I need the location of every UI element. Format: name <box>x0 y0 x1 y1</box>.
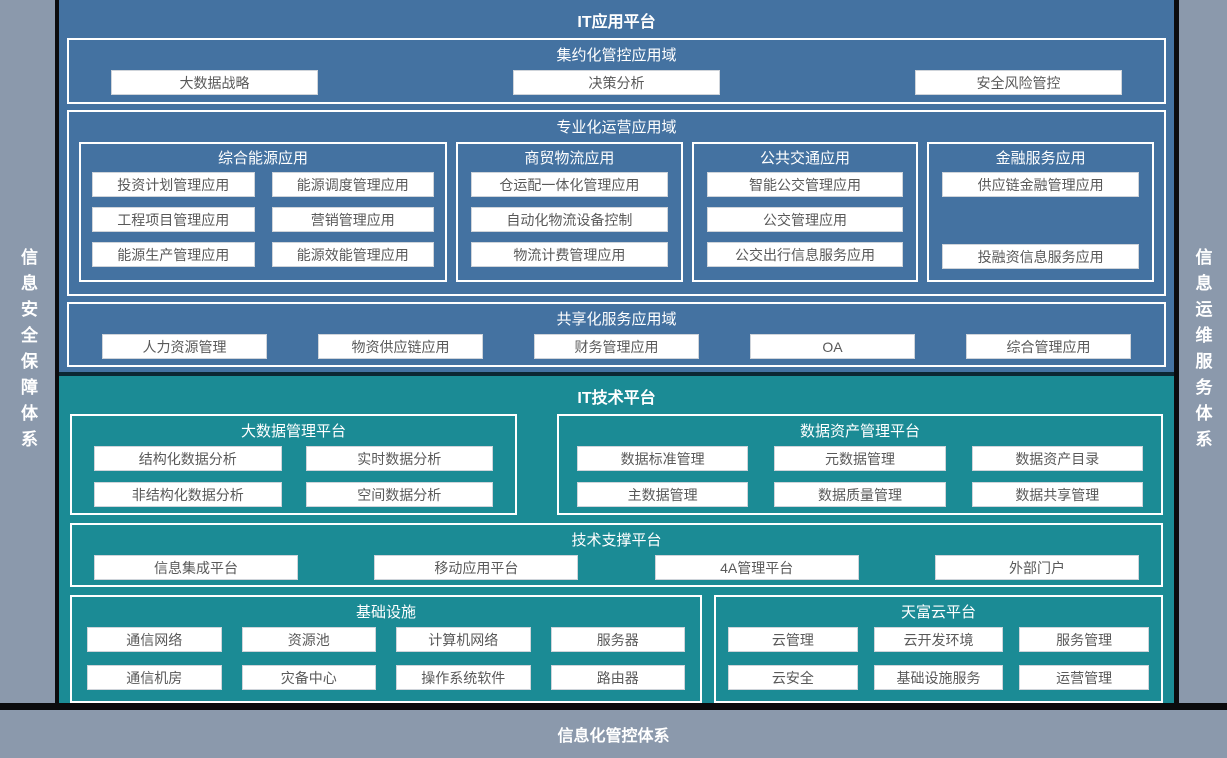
node-master-data-mgmt: 主数据管理 <box>577 482 749 507</box>
infrastructure-items: 通信网络 资源池 计算机网络 服务器 通信机房 灾备中心 操作系统软件 路由器 <box>72 627 700 690</box>
infrastructure-title: 基础设施 <box>355 604 416 621</box>
tech-row-infrastructure: 基础设施 通信网络 资源池 计算机网络 服务器 通信机房 灾备中心 操作系统软件… <box>70 595 1163 703</box>
node-smart-bus-mgmt: 智能公交管理应用 <box>706 172 904 197</box>
node-data-standard-mgmt: 数据标准管理 <box>577 446 749 471</box>
node-hr-mgmt: 人力资源管理 <box>102 334 267 359</box>
group-trade-logistics-title: 商贸物流应用 <box>524 150 615 167</box>
tech-support-platform: 技术支撑平台 信息集成平台 移动应用平台 4A管理平台 外部门户 <box>70 523 1163 587</box>
data-asset-mgmt-platform-title: 数据资产管理平台 <box>799 423 920 440</box>
node-warehouse-transport-mgmt: 仓运配一体化管理应用 <box>471 172 668 197</box>
bigdata-mgmt-platform-title: 大数据管理平台 <box>240 423 346 440</box>
group-integrated-energy-title: 综合能源应用 <box>217 150 308 167</box>
info-ops-service-label: 信息运维服务体系 <box>1192 247 1212 456</box>
node-realtime-data-analysis: 实时数据分析 <box>305 446 493 471</box>
node-marketing-mgmt: 营销管理应用 <box>271 207 434 232</box>
group-financial-service-title: 金融服务应用 <box>995 150 1086 167</box>
node-router: 路由器 <box>550 665 685 690</box>
intensive-control-domain: 集约化管控应用域 大数据战略 决策分析 安全风险管控 <box>67 38 1166 104</box>
node-resource-pool: 资源池 <box>241 627 376 652</box>
node-cloud-security: 云安全 <box>728 665 858 690</box>
node-oa: OA <box>750 334 915 359</box>
node-automated-logistics-control: 自动化物流设备控制 <box>471 207 668 232</box>
group-public-transport-items: 智能公交管理应用 公交管理应用 公交出行信息服务应用 <box>694 172 917 267</box>
it-app-platform-title: IT应用平台 <box>577 14 656 31</box>
tech-row-data-platforms: 大数据管理平台 结构化数据分析 实时数据分析 非结构化数据分析 空间数据分析 数… <box>70 414 1163 515</box>
data-asset-mgmt-platform: 数据资产管理平台 数据标准管理 元数据管理 数据资产目录 主数据管理 数据质量管… <box>557 414 1163 515</box>
node-4a-mgmt-platform: 4A管理平台 <box>654 555 859 580</box>
shared-service-items: 人力资源管理 物资供应链应用 财务管理应用 OA 综合管理应用 <box>69 334 1164 359</box>
group-trade-logistics-items: 仓运配一体化管理应用 自动化物流设备控制 物流计费管理应用 <box>458 172 681 267</box>
node-metadata-mgmt: 元数据管理 <box>774 446 946 471</box>
node-decision-analysis: 决策分析 <box>513 70 720 95</box>
node-big-data-strategy: 大数据战略 <box>111 70 318 95</box>
informatization-control-label: 信息化管控体系 <box>557 728 670 745</box>
node-communication-network: 通信网络 <box>87 627 222 652</box>
it-app-platform-section: IT应用平台 集约化管控应用域 大数据战略 决策分析 安全风险管控 专业化运营应… <box>59 0 1174 372</box>
info-ops-service-bar: 信息运维服务体系 <box>1177 0 1227 703</box>
bigdata-mgmt-items: 结构化数据分析 实时数据分析 非结构化数据分析 空间数据分析 <box>72 446 515 507</box>
node-os-software: 操作系统软件 <box>396 665 531 690</box>
node-energy-dispatch-mgmt: 能源调度管理应用 <box>271 172 434 197</box>
tech-support-items: 信息集成平台 移动应用平台 4A管理平台 外部门户 <box>72 555 1161 580</box>
node-energy-efficiency-mgmt: 能源效能管理应用 <box>271 242 434 267</box>
node-mobile-app-platform: 移动应用平台 <box>374 555 579 580</box>
informatization-control-bar: 信息化管控体系 <box>0 703 1227 758</box>
node-service-mgmt: 服务管理 <box>1019 627 1149 652</box>
specialized-operation-domain-title: 专业化运营应用域 <box>556 119 677 136</box>
node-bus-mgmt: 公交管理应用 <box>706 207 904 232</box>
group-public-transport-title: 公共交通应用 <box>760 150 851 167</box>
node-data-quality-mgmt: 数据质量管理 <box>774 482 946 507</box>
node-communication-room: 通信机房 <box>87 665 222 690</box>
node-disaster-recovery-center: 灾备中心 <box>241 665 376 690</box>
group-financial-service-items: 供应链金融管理应用 投融资信息服务应用 <box>929 172 1152 269</box>
shared-service-domain: 共享化服务应用域 人力资源管理 物资供应链应用 财务管理应用 OA 综合管理应用 <box>67 302 1166 367</box>
intensive-control-items: 大数据战略 决策分析 安全风险管控 <box>69 70 1164 95</box>
group-financial-service: 金融服务应用 供应链金融管理应用 投融资信息服务应用 <box>927 142 1155 282</box>
bigdata-mgmt-platform: 大数据管理平台 结构化数据分析 实时数据分析 非结构化数据分析 空间数据分析 <box>70 414 517 515</box>
group-public-transport: 公共交通应用 智能公交管理应用 公交管理应用 公交出行信息服务应用 <box>691 142 919 282</box>
diagram-main: IT应用平台 集约化管控应用域 大数据战略 决策分析 安全风险管控 专业化运营应… <box>55 0 1179 703</box>
node-external-portal: 外部门户 <box>934 555 1139 580</box>
shared-service-domain-title: 共享化服务应用域 <box>556 311 677 328</box>
node-investment-plan-mgmt: 投资计划管理应用 <box>92 172 255 197</box>
node-material-supply-chain: 物资供应链应用 <box>318 334 483 359</box>
data-asset-items: 数据标准管理 元数据管理 数据资产目录 主数据管理 数据质量管理 数据共享管理 <box>559 446 1161 507</box>
node-energy-production-mgmt: 能源生产管理应用 <box>92 242 255 267</box>
node-security-risk-control: 安全风险管控 <box>915 70 1122 95</box>
node-unstructured-data-analysis: 非结构化数据分析 <box>94 482 282 507</box>
node-investment-financing-info-service: 投融资信息服务应用 <box>942 244 1140 269</box>
info-security-assurance-label: 信息安全保障体系 <box>18 247 37 456</box>
node-engineering-project-mgmt: 工程项目管理应用 <box>92 207 255 232</box>
info-security-assurance-bar: 信息安全保障体系 <box>0 0 55 703</box>
node-operation-mgmt: 运营管理 <box>1019 665 1149 690</box>
intensive-control-domain-title: 集约化管控应用域 <box>556 47 677 64</box>
tianfu-cloud-platform: 天富云平台 云管理 云开发环境 服务管理 云安全 基础设施服务 运营管理 <box>714 595 1163 703</box>
node-supply-chain-finance-mgmt: 供应链金融管理应用 <box>942 172 1140 197</box>
group-integrated-energy-items: 投资计划管理应用 能源调度管理应用 工程项目管理应用 营销管理应用 能源生产管理… <box>81 172 445 267</box>
specialized-operation-groups: 综合能源应用 投资计划管理应用 能源调度管理应用 工程项目管理应用 营销管理应用… <box>69 142 1164 282</box>
node-logistics-billing-mgmt: 物流计费管理应用 <box>471 242 668 267</box>
node-spatial-data-analysis: 空间数据分析 <box>305 482 493 507</box>
node-computer-network: 计算机网络 <box>396 627 531 652</box>
node-structured-data-analysis: 结构化数据分析 <box>94 446 282 471</box>
group-integrated-energy: 综合能源应用 投资计划管理应用 能源调度管理应用 工程项目管理应用 营销管理应用… <box>79 142 447 282</box>
infrastructure-box: 基础设施 通信网络 资源池 计算机网络 服务器 通信机房 灾备中心 操作系统软件… <box>70 595 702 703</box>
tianfu-cloud-items: 云管理 云开发环境 服务管理 云安全 基础设施服务 运营管理 <box>716 627 1161 690</box>
node-comprehensive-mgmt: 综合管理应用 <box>966 334 1131 359</box>
node-info-integration-platform: 信息集成平台 <box>94 555 298 580</box>
tech-support-platform-title: 技术支撑平台 <box>571 532 662 549</box>
node-finance-mgmt: 财务管理应用 <box>534 334 699 359</box>
node-data-sharing-mgmt: 数据共享管理 <box>971 482 1143 507</box>
it-tech-platform-section: IT技术平台 大数据管理平台 结构化数据分析 实时数据分析 非结构化数据分析 空… <box>59 372 1174 703</box>
it-tech-platform-title: IT技术平台 <box>577 390 656 407</box>
specialized-operation-domain: 专业化运营应用域 综合能源应用 投资计划管理应用 能源调度管理应用 工程项目管理… <box>67 110 1166 296</box>
node-cloud-dev-environment: 云开发环境 <box>873 627 1004 652</box>
node-cloud-mgmt: 云管理 <box>728 627 858 652</box>
node-infrastructure-service: 基础设施服务 <box>873 665 1004 690</box>
tianfu-cloud-platform-title: 天富云平台 <box>900 604 976 621</box>
group-trade-logistics: 商贸物流应用 仓运配一体化管理应用 自动化物流设备控制 物流计费管理应用 <box>456 142 683 282</box>
node-data-asset-catalog: 数据资产目录 <box>971 446 1143 471</box>
node-server: 服务器 <box>550 627 685 652</box>
node-bus-travel-info-service: 公交出行信息服务应用 <box>706 242 904 267</box>
